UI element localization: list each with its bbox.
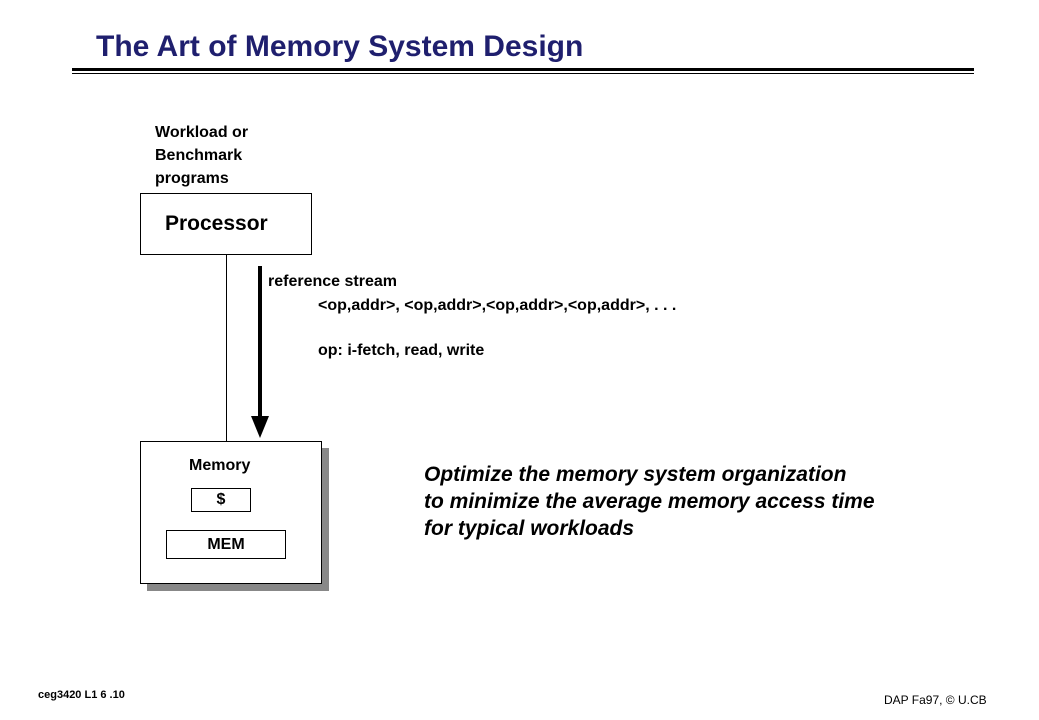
reference-stream-title: reference stream bbox=[268, 273, 397, 290]
reference-stream-ops: op: i-fetch, read, write bbox=[318, 342, 485, 359]
cache-box: $ bbox=[191, 488, 251, 512]
slide-title: The Art of Memory System Design bbox=[96, 30, 584, 63]
main-memory-box: MEM bbox=[166, 530, 286, 559]
workload-line: Workload or bbox=[155, 124, 249, 141]
goal-line: Optimize the memory system organization bbox=[424, 463, 847, 486]
goal-line: to minimize the average memory access ti… bbox=[424, 490, 875, 513]
memory-label: Memory bbox=[189, 457, 251, 474]
goal-line: for typical workloads bbox=[424, 517, 635, 540]
goal-statement: Optimize the memory system organization … bbox=[424, 461, 875, 542]
processor-label: Processor bbox=[165, 212, 268, 235]
reference-stream-sequence: <op,addr>, <op,addr>,<op,addr>,<op,addr>… bbox=[318, 297, 677, 314]
workload-line: programs bbox=[155, 170, 229, 187]
processor-memory-connector bbox=[226, 255, 227, 441]
footer-credit: DAP Fa97, © U.CB bbox=[884, 693, 987, 707]
workload-label: Workload or Benchmark programs bbox=[155, 121, 248, 190]
footer-slide-id: ceg3420 L1 6 .10 bbox=[38, 689, 125, 701]
processor-box bbox=[140, 193, 312, 255]
workload-line: Benchmark bbox=[155, 147, 243, 164]
reference-stream-arrow bbox=[251, 266, 269, 438]
title-rule-thick bbox=[72, 68, 974, 71]
memory-box bbox=[140, 441, 322, 584]
title-rule-thin bbox=[72, 73, 974, 74]
